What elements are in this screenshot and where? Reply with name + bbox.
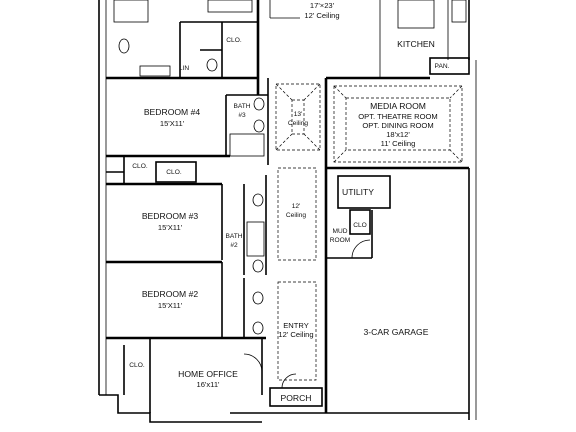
kitchen-label: KITCHEN (397, 39, 435, 49)
media-room-walls (324, 78, 469, 170)
pantry-label: PAN. (435, 63, 450, 70)
room-labels: 17'×23' 12' Ceiling KITCHEN PAN. CLO. LI… (129, 1, 449, 403)
garage-label: 3-CAR GARAGE (364, 327, 429, 337)
bedroom2-label: BEDROOM #2 (142, 289, 199, 299)
hall-ceilings (275, 83, 321, 381)
bedroom3-bath2-walls (106, 175, 267, 275)
mud-closet-label: CLO (353, 222, 367, 229)
mud-room-label-line1: MUD (332, 228, 347, 235)
bedroom4-dim: 15'X11' (160, 119, 185, 128)
closet-b4a-label: CLO. (132, 163, 148, 170)
entry-ceiling: 12' Ceiling (278, 330, 313, 339)
bath3-label: BATH (233, 103, 250, 110)
top-section-walls (106, 0, 470, 95)
closet-b4b-label: CLO. (166, 169, 182, 176)
media-room-opt2: OPT. DINING ROOM (362, 121, 433, 130)
bedroom2-walls (106, 262, 266, 340)
mud-room-label-line2: ROOM (330, 237, 351, 244)
hall-13-ceiling-height: 13' (294, 111, 303, 118)
bath3-number: #3 (238, 112, 246, 119)
great-room-dim: 17'×23' (310, 1, 335, 10)
utility-label: UTILITY (342, 187, 374, 197)
bath2-label: BATH (225, 233, 242, 240)
media-room-dim: 18'x12' (386, 130, 410, 139)
bath2-number: #2 (230, 242, 238, 249)
linen-label: LIN (179, 65, 189, 72)
home-office-dim: 16'x11' (196, 380, 220, 389)
bedroom4-label: BEDROOM #4 (144, 107, 201, 117)
closet-top-label: CLO. (226, 37, 242, 44)
closet-office-label: CLO. (129, 362, 145, 369)
bedroom2-dim: 15'X11' (158, 301, 183, 310)
exterior-walls (98, 0, 477, 423)
hall-13-ceiling-label: Ceiling (288, 120, 308, 127)
garage-wing-walls (324, 168, 469, 414)
porch-label: PORCH (280, 393, 311, 403)
bedroom-wing-walls (106, 78, 269, 186)
office-porch-walls (123, 338, 326, 414)
media-room-label: MEDIA ROOM (370, 101, 426, 111)
hall-12-ceiling-label: Ceiling (286, 212, 306, 219)
entry-label: ENTRY (283, 321, 309, 330)
home-office-label: HOME OFFICE (178, 369, 238, 379)
media-room-ceiling: 11' Ceiling (381, 139, 416, 148)
bedroom3-label: BEDROOM #3 (142, 211, 199, 221)
bedroom3-dim: 15'X11' (158, 223, 183, 232)
hall-12-ceiling-height: 12' (292, 203, 301, 210)
great-room-ceiling: 12' Ceiling (304, 11, 339, 20)
media-room-opt1: OPT. THEATRE ROOM (358, 112, 437, 121)
